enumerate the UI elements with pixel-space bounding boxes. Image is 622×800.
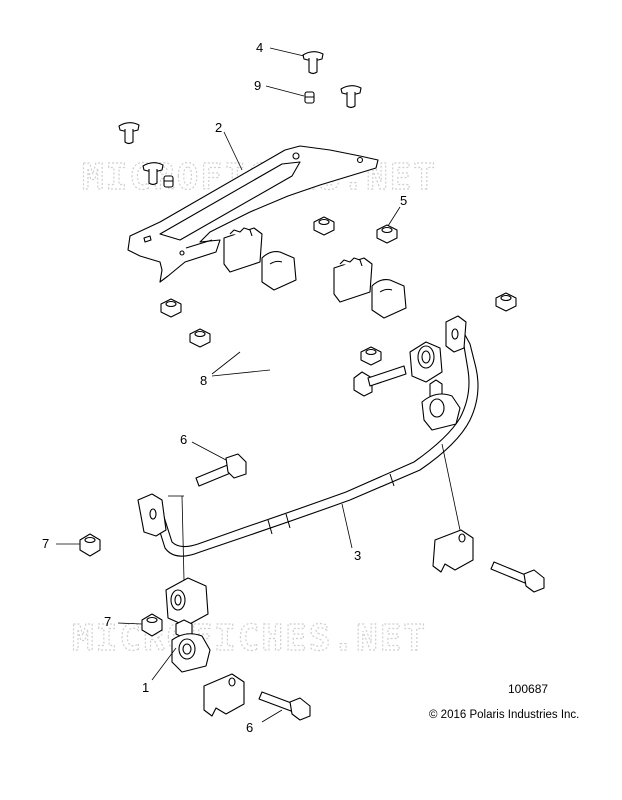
callout-8: 8 <box>200 373 207 388</box>
carriage-bolt-lower-left <box>142 162 164 186</box>
watermark-bottom: MICROFICHES.NET <box>72 618 427 659</box>
callout-6-lower: 6 <box>246 720 253 735</box>
end-link-left <box>165 577 211 673</box>
flange-nut-5 <box>189 328 211 348</box>
small-nut-left <box>163 175 174 188</box>
flange-nut-1 <box>313 216 335 236</box>
callout-7-upper: 7 <box>42 536 49 551</box>
bracket-left <box>203 673 245 717</box>
flange-nut-6 <box>360 346 382 366</box>
bolt-right-link <box>353 365 407 397</box>
flange-nut-3 <box>495 292 517 312</box>
flange-nut-7-upper <box>79 533 101 557</box>
flange-nut-4 <box>160 298 182 318</box>
callout-2: 2 <box>215 120 222 135</box>
bolt-right-lower <box>490 561 545 593</box>
copyright-notice: © 2016 Polaris Industries Inc. <box>429 709 580 721</box>
callout-1: 1 <box>142 680 149 695</box>
bracket-right <box>432 529 474 573</box>
callout-5: 5 <box>400 193 407 208</box>
flange-nut-2 <box>376 224 398 244</box>
bushing-lower <box>223 227 297 291</box>
figure-number: 100687 <box>508 682 549 696</box>
long-bolt-lower <box>258 691 311 721</box>
bushing-upper <box>333 257 407 319</box>
callout-7-lower: 7 <box>104 614 111 629</box>
small-nut-top <box>304 91 315 104</box>
callout-4: 4 <box>256 40 263 55</box>
sway-bar <box>137 315 479 557</box>
end-link-right <box>409 341 461 431</box>
flange-nut-7-lower <box>141 613 163 637</box>
mounting-bracket <box>127 145 379 283</box>
long-bolt-upper <box>195 453 247 487</box>
callout-6-upper: 6 <box>180 432 187 447</box>
callout-3: 3 <box>354 548 361 563</box>
callout-9: 9 <box>254 78 261 93</box>
carriage-bolt-left <box>118 122 140 145</box>
carriage-bolt-top-right <box>302 51 324 75</box>
carriage-bolt-mid-right <box>340 85 362 109</box>
